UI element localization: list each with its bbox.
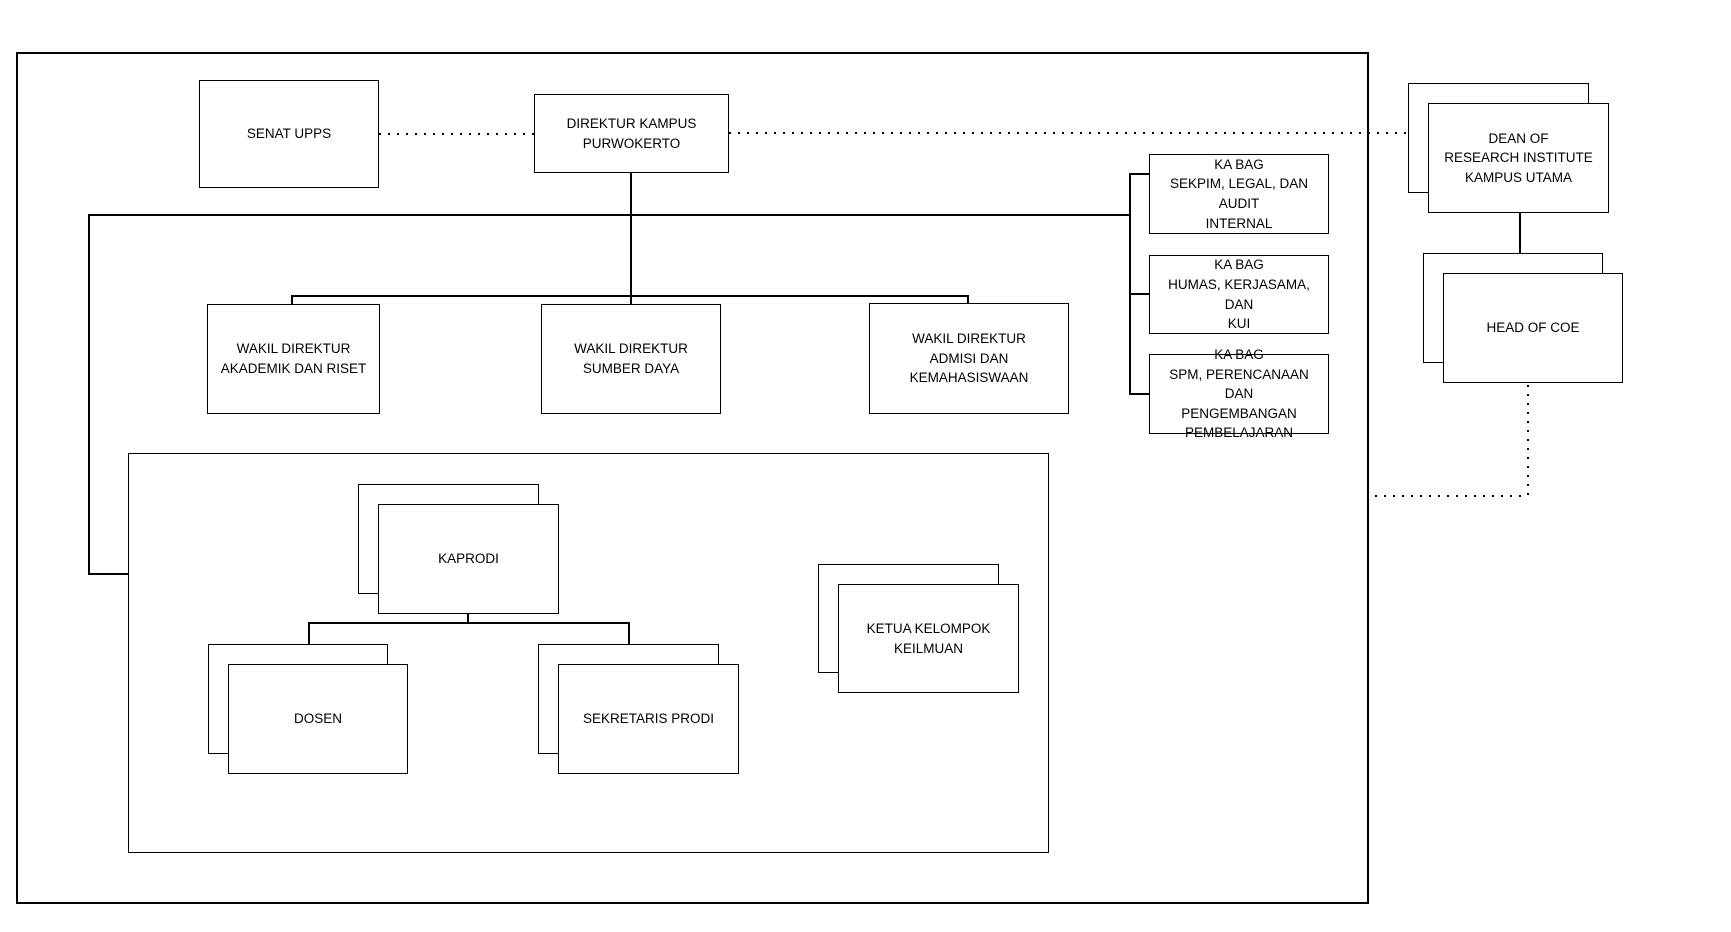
edge-kabag-stub-3 <box>1129 393 1150 395</box>
edge-kaprodi-bus <box>308 622 629 624</box>
node-ka-bag-humas-kerjasama-kui: KA BAG HUMAS, KERJASAMA, DAN KUI <box>1149 255 1329 334</box>
stack-front-box: DEAN OF RESEARCH INSTITUTE KAMPUS UTAMA <box>1428 103 1609 213</box>
edge-direktur-drop <box>630 173 632 304</box>
node-label: KAPRODI <box>438 551 499 567</box>
node-wakil-direktur-admisi-dan-kemahasiswaan: WAKIL DIREKTUR ADMISI DAN KEMAHASISWAAN <box>869 303 1069 414</box>
node-dosen: DOSEN <box>208 644 408 774</box>
node-kaprodi: KAPRODI <box>358 484 559 614</box>
edge-left-drop <box>88 214 90 574</box>
edge-kabag-stub-2 <box>1129 293 1150 295</box>
node-label: DIREKTUR KAMPUS PURWOKERTO <box>566 115 697 151</box>
edge-wakil-bus <box>291 295 968 297</box>
edge-wakil-drop-3 <box>967 295 969 304</box>
node-label: WAKIL DIREKTUR ADMISI DAN KEMAHASISWAAN <box>909 331 1029 386</box>
edge-sekretaris-drop <box>628 622 630 646</box>
node-wakil-direktur-akademik-dan-riset: WAKIL DIREKTUR AKADEMIK DAN RISET <box>207 304 380 414</box>
node-label: HEAD OF COE <box>1486 320 1580 336</box>
edge-kabag-spine <box>1129 173 1131 395</box>
node-label: SEKRETARIS PRODI <box>582 711 715 727</box>
node-label: KA BAG HUMAS, KERJASAMA, DAN KUI <box>1168 257 1310 332</box>
edge-left-elbow-to-group <box>88 573 129 575</box>
stack-front-box: DOSEN <box>228 664 408 774</box>
node-direktur-kampus-purwokerto: DIREKTUR KAMPUS PURWOKERTO <box>534 94 729 173</box>
edge-wakil-drop-1 <box>291 295 293 305</box>
edge-kaprodi-drop <box>467 614 469 624</box>
node-label: KETUA KELOMPOK KEILMUAN <box>866 620 991 656</box>
node-label: WAKIL DIREKTUR AKADEMIK DAN RISET <box>220 341 367 376</box>
edge-dean-headcoe <box>1519 213 1521 253</box>
prodi-group-boundary <box>128 453 1049 853</box>
edge-headcoe-dotted-vertical <box>1527 385 1529 497</box>
edge-dosen-drop <box>308 622 310 646</box>
node-ketua-kelompok-keilmuan: KETUA KELOMPOK KEILMUAN <box>818 564 1019 693</box>
node-ka-bag-sekpim-legal-audit-internal: KA BAG SEKPIM, LEGAL, DAN AUDIT INTERNAL <box>1149 154 1329 234</box>
stack-front-box: KETUA KELOMPOK KEILMUAN <box>838 584 1019 693</box>
node-head-of-coe: HEAD OF COE <box>1423 253 1623 383</box>
org-boundary <box>16 52 1369 904</box>
stack-front-box: KAPRODI <box>378 504 559 614</box>
edge-headcoe-dotted-horizontal <box>1375 495 1528 497</box>
stack-front-box: HEAD OF COE <box>1443 273 1623 383</box>
node-senat-upps: SENAT UPPS <box>199 80 379 188</box>
node-wakil-direktur-sumber-daya: WAKIL DIREKTUR SUMBER DAYA <box>541 304 721 414</box>
node-label: WAKIL DIREKTUR SUMBER DAYA <box>574 341 688 376</box>
edge-kabag-stub-1 <box>1129 173 1150 175</box>
node-label: SENAT UPPS <box>246 126 332 142</box>
node-label: KA BAG SPM, PERENCANAAN DAN PENGEMBANGAN… <box>1169 347 1309 441</box>
edge-main-bus <box>88 214 1130 216</box>
node-label: DOSEN <box>293 711 342 727</box>
node-sekretaris-prodi: SEKRETARIS PRODI <box>538 644 739 774</box>
edge-direktur-dean-dotted <box>729 132 1406 134</box>
node-label: KA BAG SEKPIM, LEGAL, DAN AUDIT INTERNAL <box>1169 156 1309 231</box>
node-label: DEAN OF RESEARCH INSTITUTE KAMPUS UTAMA <box>1444 130 1593 185</box>
node-ka-bag-spm-perencanaan-pengembangan-pembelajaran: KA BAG SPM, PERENCANAAN DAN PENGEMBANGAN… <box>1149 347 1329 440</box>
edge-senat-direktur-dotted <box>379 133 534 135</box>
stack-front-box: SEKRETARIS PRODI <box>558 664 739 774</box>
node-dean-of-research-institute-kampus-utama: DEAN OF RESEARCH INSTITUTE KAMPUS UTAMA <box>1408 83 1609 213</box>
